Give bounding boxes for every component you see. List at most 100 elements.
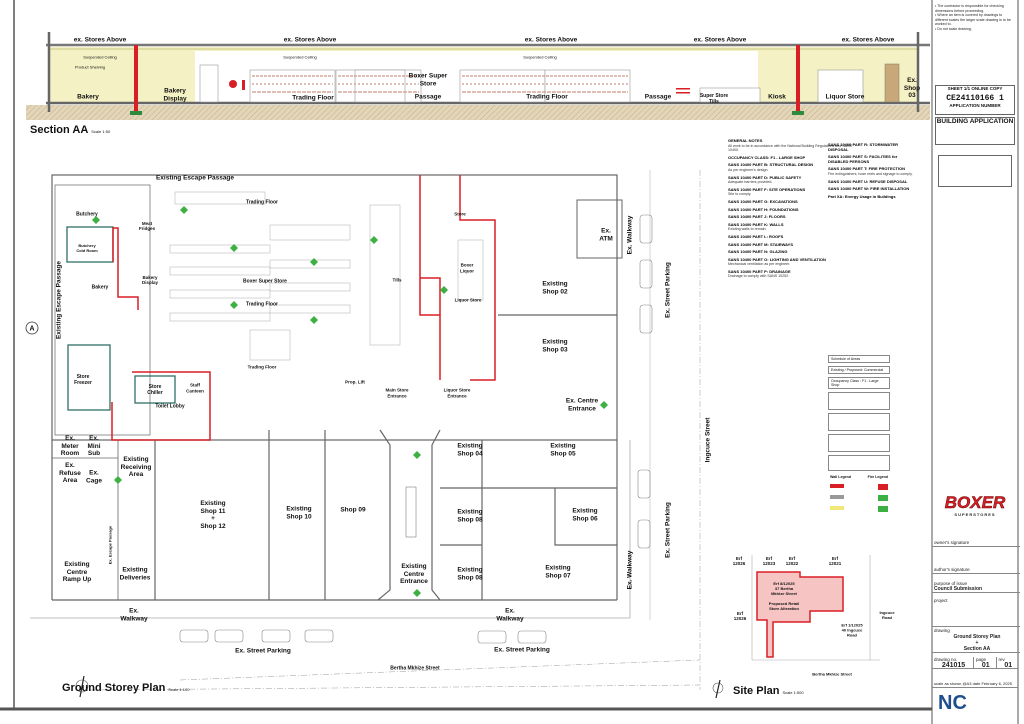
room-label: Ex. Walkway xyxy=(626,550,634,590)
room-label: Liquor Store Entrance xyxy=(443,387,471,399)
notes-item: SANS 10400 PART H: FOUNDATIONS xyxy=(728,206,799,212)
project-label: project xyxy=(934,598,948,603)
notes-item: SANS 10400 PART S: FACILITIES for DISABL… xyxy=(828,154,898,164)
date-value: February 6, 2025 xyxy=(981,681,1012,686)
room-label: Existing Shop 10 xyxy=(286,505,312,521)
drawing-block: drawing Ground Storey Plan + Section AA xyxy=(932,628,1020,653)
section-title-text: Section AA xyxy=(30,124,89,136)
ceiling-note: Suspended Ceiling xyxy=(523,54,557,60)
room-label: Existing Receiving Area xyxy=(120,455,152,478)
room-label: Existing Centre Ramp Up xyxy=(62,560,92,583)
room-label: Existing Shop 08 xyxy=(457,508,483,524)
notes-item: SANS 10400 PART J: FLOORS xyxy=(728,214,786,220)
room-label: Toilet Lobby xyxy=(155,403,185,410)
erf-label: Erf 12021 xyxy=(828,556,842,566)
notes-heading: GENERAL NOTES xyxy=(728,138,763,143)
room-label: Existing Shop 06 xyxy=(572,507,598,523)
notes-item: SANS 10400 PART G: EXCAVATIONS xyxy=(728,198,798,204)
scale-value: as shown @A3 xyxy=(944,681,972,686)
erf-label: Erf 12026 xyxy=(732,556,746,566)
notes-item: SANS 10400 PART T: FIRE PROTECTION xyxy=(828,166,906,172)
section-kiosk-label: Kiosk xyxy=(768,93,786,101)
application-stamp: SHEET 1/1 ONLINE COPY CE24110166 1 APPLI… xyxy=(935,85,1015,115)
notes-item: SANS 10400 PART F: SITE OPERATIONS xyxy=(728,186,806,192)
site-plan-drawing xyxy=(712,555,880,699)
room-label: Prop. Lift xyxy=(345,379,365,385)
notes-item: SANS 10400 PART B: STRUCTURAL DESIGN xyxy=(728,162,814,168)
notes-item: SANS 10400 PART U: REFUSE DISPOSAL xyxy=(828,178,908,184)
neighbour-erf-label: Erf 1/12025 40 Ingcuce Road xyxy=(841,622,863,638)
consultant-logo: NC xyxy=(932,690,1018,720)
notes-item: SANS 10400 PART N: GLAZING xyxy=(728,249,788,255)
section-boxer-super-store-label: Boxer Super Store xyxy=(408,72,448,88)
room-label: Existing Shop 08 xyxy=(457,566,483,582)
general-notes: GENERAL NOTES All work to be in accordan… xyxy=(728,138,853,279)
plan-scale: Scale 1:100 xyxy=(168,687,190,692)
road-label: Bertha Mkhize Street xyxy=(812,671,852,677)
room-label: Ex. Walkway xyxy=(496,607,524,623)
notes-item: SANS 10400 PART W: FIRE INSTALLATION xyxy=(828,186,910,192)
room-label: Existing Deliveries xyxy=(119,566,151,582)
author-signature-label: author's signature xyxy=(934,567,970,572)
room-label: Existing Shop 03 xyxy=(542,338,568,354)
purpose-of-issue: purpose of issue Council Submission xyxy=(932,581,1020,593)
fire-legend-title: Fire Legend xyxy=(867,475,888,479)
room-label: Ex. Escape Passage xyxy=(107,525,113,565)
room-label: Trading Floor xyxy=(246,301,278,308)
building-application-label: BUILDING APPLICATION xyxy=(936,118,1014,125)
owner-signature-label: owner's signature xyxy=(934,540,970,545)
room-label: Existing Shop 07 xyxy=(545,564,571,580)
building-application-stamp: BUILDING APPLICATION xyxy=(935,117,1015,145)
section-aa-drawing xyxy=(26,32,930,120)
room-label: Staff Canteen xyxy=(186,382,204,394)
application-number: CE24110166 1 xyxy=(946,94,1004,103)
page-number: 01 xyxy=(981,661,990,669)
plan-title-text: Ground Storey Plan xyxy=(62,682,166,694)
room-label: Ex. Centre Entrance xyxy=(565,397,599,413)
notes-occupancy: OCCUPANCY CLASS: F1 - LARGE SHOP xyxy=(728,154,806,160)
room-label: Ex. Mini Sub xyxy=(87,434,101,457)
room-label: Ex. Meter Room xyxy=(60,434,80,457)
erf-label: Erf 12022 xyxy=(785,556,799,566)
room-label: Bakery xyxy=(91,284,109,291)
room-label: Existing Shop 04 xyxy=(457,442,483,458)
room-label: Liquor Store xyxy=(454,297,482,303)
room-label: Trading Floor xyxy=(246,199,278,206)
room-label: Ex. Street Parking xyxy=(664,262,672,318)
section-bakery-display-label: Bakery Display xyxy=(163,87,187,103)
room-label: Ex. ATM xyxy=(599,227,613,243)
general-notes-col2: SANS 10400 PART R: STORMWATER DISPOSAL S… xyxy=(828,140,918,199)
drawing-no-label: drawing no. xyxy=(934,657,958,662)
room-label: Ex. Refuse Area xyxy=(59,461,81,484)
owner-signature: owner's signature xyxy=(932,540,1020,547)
schedule-of-areas: Schedule of Areas Existing / Proposed: C… xyxy=(828,355,890,516)
purpose-label: purpose of issue xyxy=(934,581,968,586)
stores-above-label: ex. Stores Above xyxy=(524,36,578,44)
date-label: date xyxy=(972,681,981,686)
notes-item: SANS 10400 PART L: ROOFS xyxy=(728,233,784,239)
notes-item: SANS 10400 PART D: PUBLIC SAFETY xyxy=(728,174,802,180)
notes-item: SANS 10400 PART M: STAIRWAYS xyxy=(728,241,793,247)
site-plan-scale: Scale 1:500 xyxy=(782,690,804,695)
street-label: Ingcuce Street xyxy=(704,417,712,463)
room-label: Store Chiller xyxy=(147,384,163,396)
scale-date-row: scale as shown @A3 date February 6, 2025 xyxy=(932,681,1018,688)
room-label: Ex. Street Parking xyxy=(235,647,291,655)
section-ex-shop-03-label: Ex. Shop 03 xyxy=(903,76,921,99)
notes-item: SANS 10400 PART R: STORMWATER DISPOSAL xyxy=(828,142,899,152)
room-label: Existing Escape Passage xyxy=(55,260,63,340)
schedule-title: Schedule of Areas xyxy=(831,357,861,361)
scale-label: scale xyxy=(934,681,944,686)
section-passage-label: Passage xyxy=(644,93,672,101)
room-label: Existing Escape Passage xyxy=(155,174,235,182)
section-marker: A xyxy=(29,325,35,333)
room-label: Ex. Cage xyxy=(86,469,102,485)
purpose-value: Council Submission xyxy=(934,585,983,592)
drawing-label: drawing xyxy=(934,628,950,633)
rev-number: 01 xyxy=(1004,661,1013,669)
